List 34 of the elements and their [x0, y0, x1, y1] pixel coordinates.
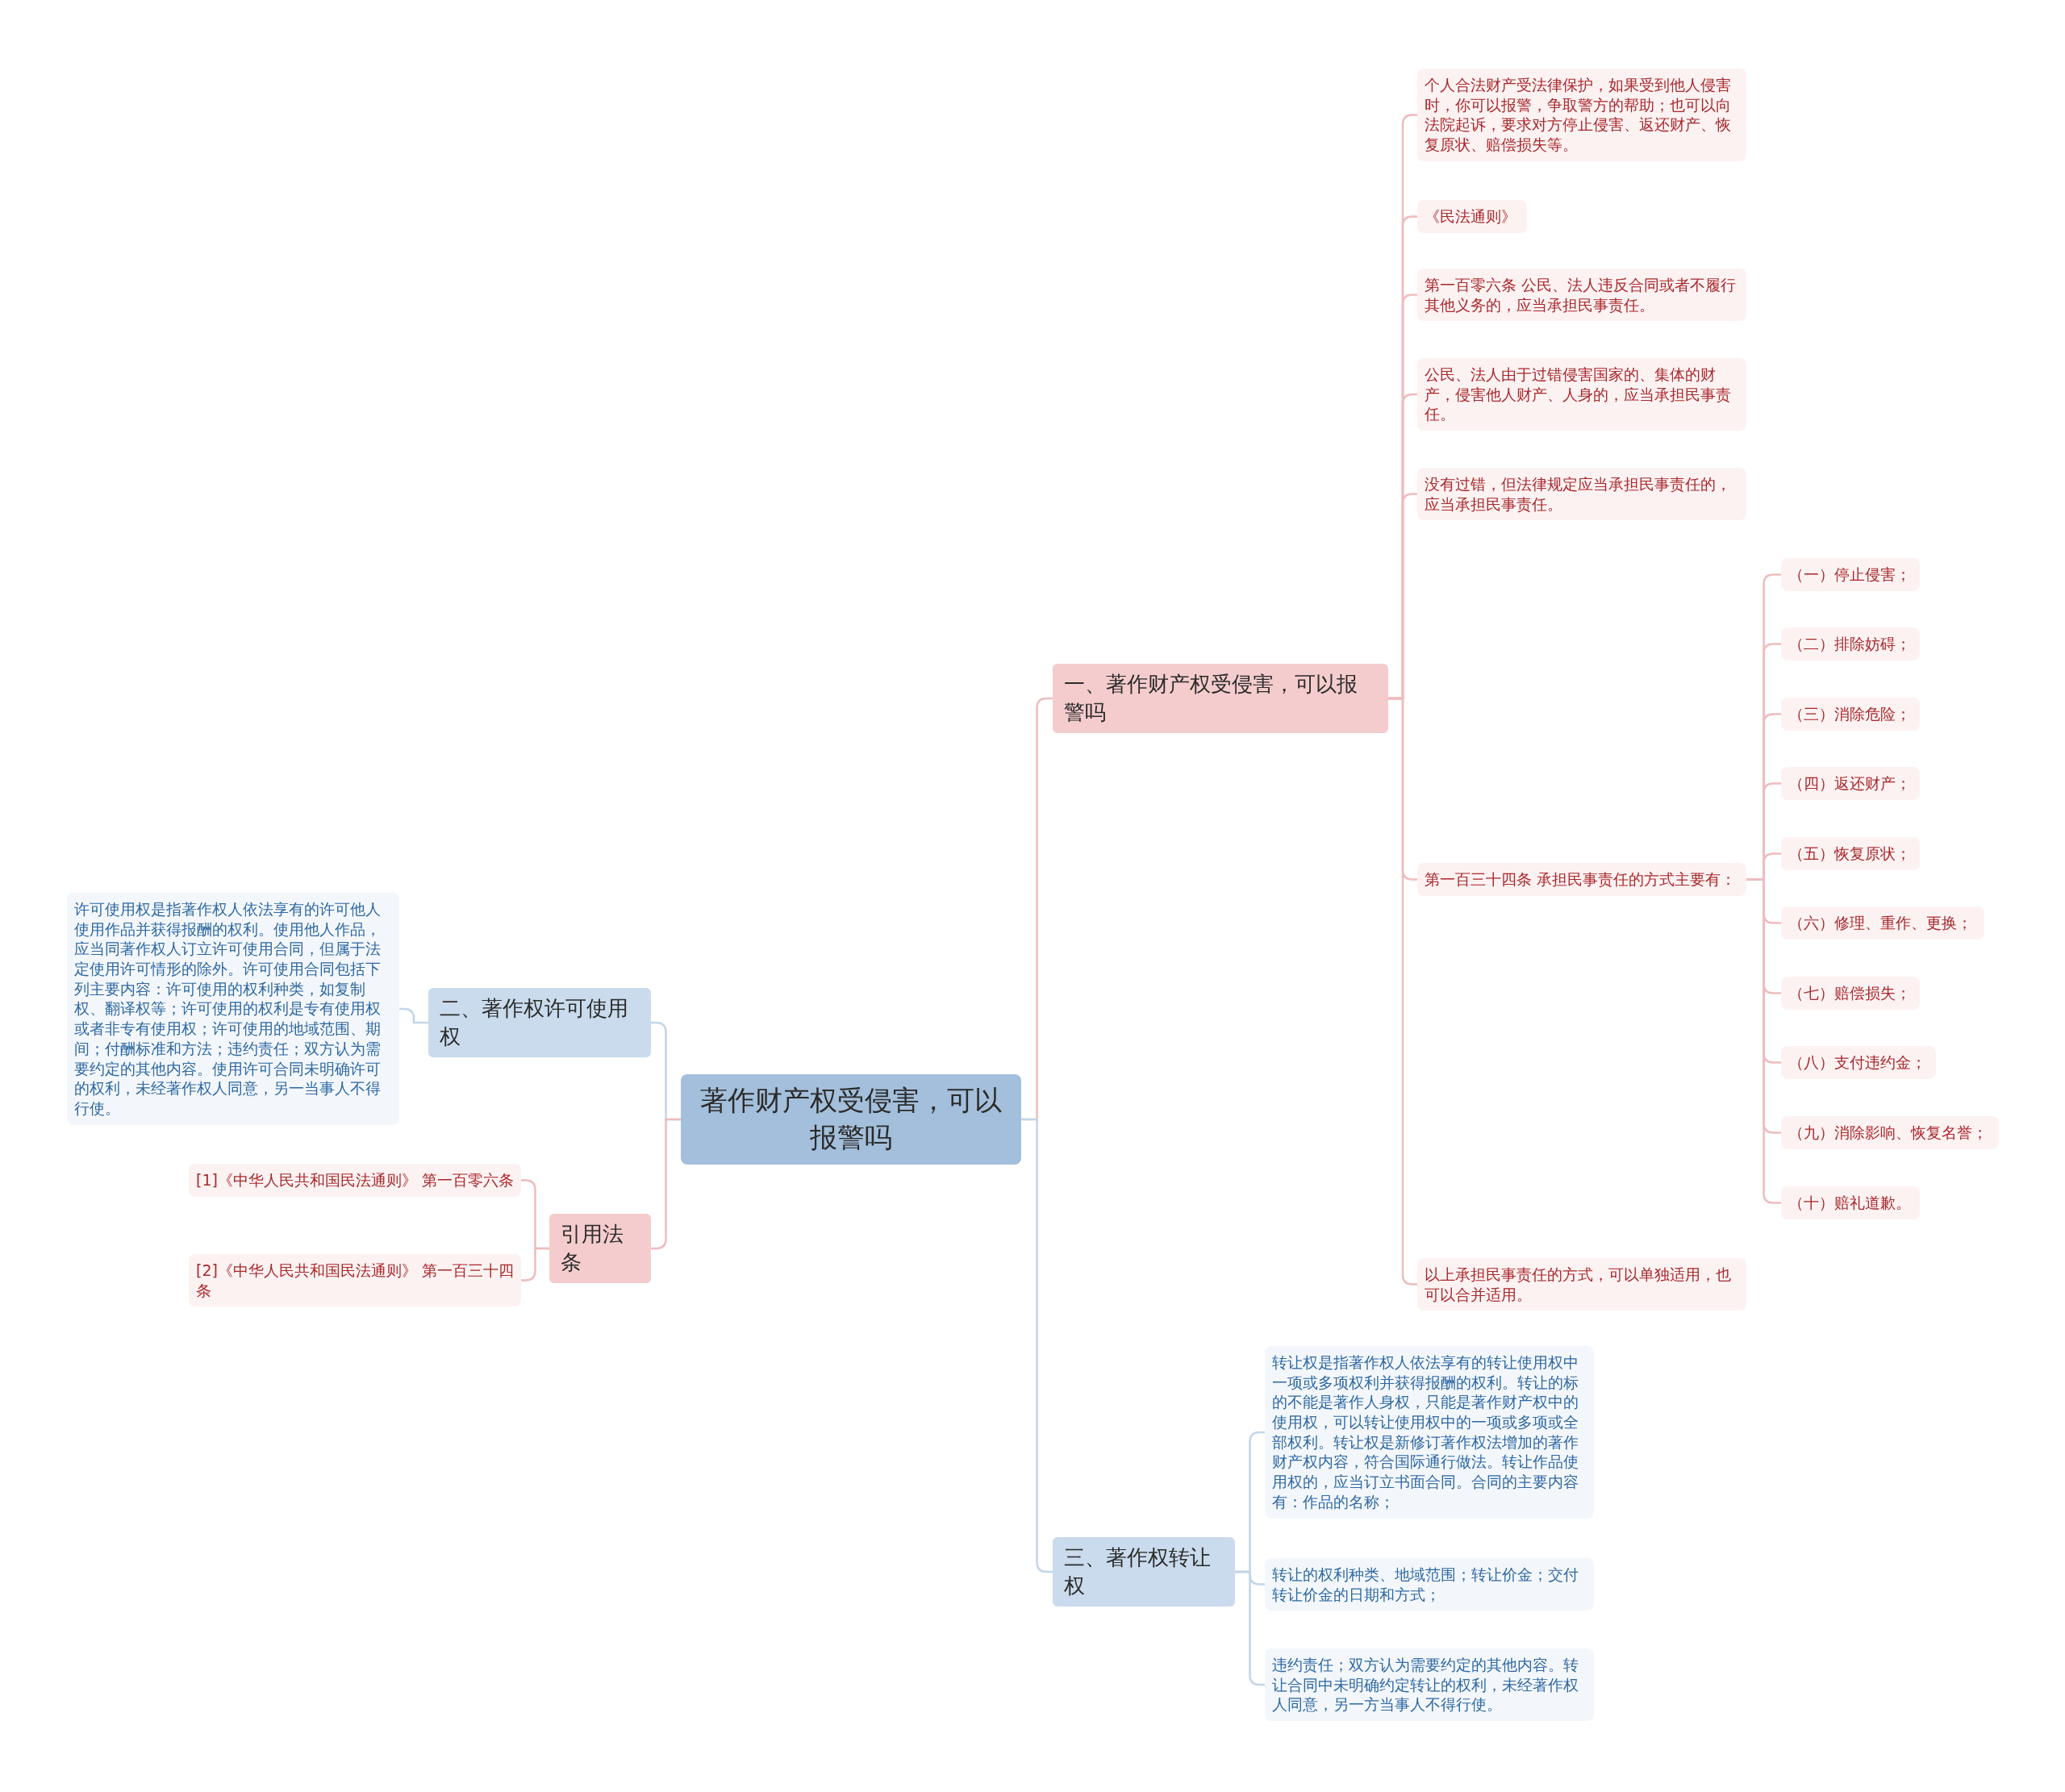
note-card: 公民、法人由于过错侵害国家的、集体的财产，侵害他人财产、人身的，应当承担民事责任。 — [1417, 358, 1746, 431]
central-topic: 著作财产权受侵害，可以报警吗 — [681, 1074, 1021, 1165]
note-card: （三）消除危险； — [1781, 698, 1920, 731]
note-card: （十）赔礼道歉。 — [1781, 1186, 1920, 1219]
note-card: 没有过错，但法律规定应当承担民事责任的，应当承担民事责任。 — [1417, 468, 1746, 521]
connector-line — [521, 1247, 549, 1281]
connector-line — [1746, 878, 1781, 1204]
note-card: 以上承担民事责任的方式，可以单独适用，也可以合并适用。 — [1417, 1258, 1746, 1311]
branch-topic: 引用法条 — [549, 1214, 651, 1284]
branch-topic: 一、著作财产权受侵害，可以报警吗 — [1053, 664, 1388, 734]
branch-topic: 三、著作权转让权 — [1053, 1537, 1235, 1607]
branch-topic: 二、著作权许可使用权 — [428, 988, 651, 1058]
note-card: （一）停止侵害； — [1781, 558, 1920, 591]
note-card: （七）赔偿损失； — [1781, 977, 1920, 1010]
note-card: 转让权是指著作权人依法享有的转让使用权中一项或多项权利并获得报酬的权利。转让的标的不能是著作人身权，只能是著作财产权中的使用权，可以转让使用权中的一项或多项或全部权利。转让权是新修订著作权法增加的著作财产权内容，符合国际通行做法。转让作品使用权的，应当订立书面合同。合同的主要内容有：作品的名称； — [1265, 1346, 1594, 1519]
note-card: （八）支付违约金； — [1781, 1046, 1936, 1079]
note-card: 许可使用权是指著作权人依法享有的许可他人使用作品并获得报酬的权利。使用他人作品，应当同著作权人订立许可使用合同，但属于法定使用许可情形的除外。许可使用合同包括下列主要内容：许可使用的权利种类，如复制权、翻译权等；许可使用的权利是专有使用权或者非专有使用权；许可使用的地域范围、期间；付酬标准和方法；违约责任；双方认为需要约定的其他内容。使用许可合同未明确许可的权利，未经著作权人同意，另一当事人不得行使。 — [67, 893, 399, 1125]
connector-line — [1021, 1118, 1053, 1573]
note-card: （二）排除妨碍； — [1781, 627, 1920, 661]
note-card: 第一百三十四条 承担民事责任的方式主要有： — [1417, 863, 1746, 896]
connector-line — [651, 1118, 681, 1250]
note-card: （六）修理、重作、更换； — [1781, 906, 1984, 940]
note-card: 个人合法财产受法律保护，如果受到他人侵害时，你可以报警，争取警方的帮助；也可以向法院起诉，要求对方停止侵害、返还财产、恢复原状、赔偿损失等。 — [1417, 69, 1746, 161]
note-card: （五）恢复原状； — [1781, 837, 1920, 870]
note-card: 《民法通则》 — [1417, 200, 1527, 233]
connector-line — [1235, 1570, 1265, 1686]
note-card: 第一百零六条 公民、法人违反合同或者不履行其他义务的，应当承担民事责任。 — [1417, 269, 1746, 322]
note-card: 转让的权利种类、地域范围；转让价金；交付转让价金的日期和方式； — [1265, 1558, 1594, 1611]
note-card: [1]《中华人民共和国民法通则》 第一百零六条 — [189, 1164, 521, 1197]
note-card: （九）消除影响、恢复名誉； — [1781, 1116, 1999, 1149]
note-card: （四）返还财产； — [1781, 767, 1920, 800]
note-card: 违约责任；双方认为需要约定的其他内容。转让合同中未明确约定转让的权利，未经著作权人同意，另一方当事人不得行使。 — [1265, 1648, 1594, 1722]
connector-line — [399, 1007, 428, 1024]
note-card: [2]《中华人民共和国民法通则》 第一百三十四条 — [189, 1254, 521, 1307]
